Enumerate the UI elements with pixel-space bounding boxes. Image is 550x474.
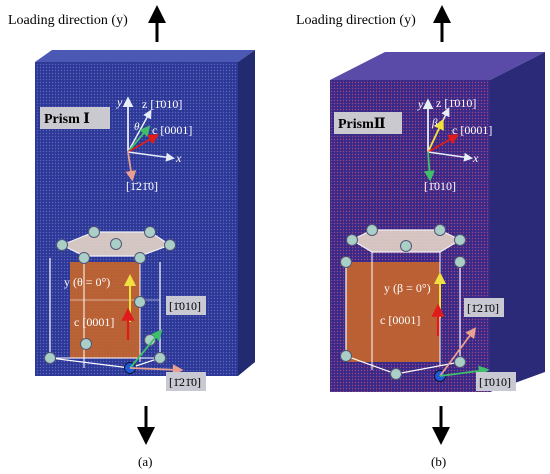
atom <box>88 226 100 238</box>
green-direction-arrow <box>129 329 163 369</box>
c-axis-label: c [0001] <box>452 123 492 137</box>
c-axis-arrow <box>427 134 460 153</box>
atom <box>144 226 156 238</box>
panel-b: Loading direction (y) PrismⅡ y z [1̄010]… <box>296 5 545 469</box>
inset-angle-label: y (θ = 0°) <box>64 275 110 289</box>
prism-top-face <box>330 52 545 80</box>
atom <box>340 350 352 362</box>
z-axis-label: z [1̄010] <box>142 97 182 111</box>
inset-c-label: c [0001] <box>380 313 420 327</box>
atom <box>78 252 90 264</box>
lower-direction-arrow <box>424 151 435 182</box>
c-axis-label: c [0001] <box>152 123 192 137</box>
lower-direction-label: [1̄010] <box>424 179 456 193</box>
hcp-unit-cell: y (θ = 0°) c [0001] [1̄010] [1̄21̄0] <box>44 226 206 391</box>
bottom-dir-box <box>166 372 206 391</box>
right-dir-label: [1̄010] <box>169 299 201 313</box>
right-dir-box <box>464 298 504 317</box>
angle-label: β <box>431 117 438 129</box>
atom <box>454 234 466 246</box>
angle-label: θ <box>134 121 140 133</box>
right-dir-box <box>166 296 206 315</box>
atom <box>346 234 358 246</box>
atom <box>400 240 412 252</box>
yellow-direction-arrow <box>427 118 444 153</box>
prism-label: Prism Ⅰ <box>44 112 90 127</box>
loading-direction-label: Loading direction (y) <box>296 13 416 28</box>
atom <box>454 356 466 368</box>
atom <box>110 238 122 250</box>
axes-triad: y z [1̄010] β c [0001] x [1̄010] <box>417 96 492 193</box>
z-axis-label: z [1̄010] <box>436 96 476 110</box>
x-axis-arrow <box>427 151 473 162</box>
green-direction-arrow <box>127 125 151 153</box>
atom <box>366 224 378 236</box>
atom <box>340 256 352 268</box>
pink-direction-arrow <box>439 327 477 377</box>
axes-triad: y z [1̄010] θ c [0001] x [1̄21̄0] <box>116 95 192 193</box>
loading-direction-label: Loading direction (y) <box>8 13 128 28</box>
prism-label-box <box>334 112 402 134</box>
atom <box>56 239 68 251</box>
prism-top-face <box>35 50 255 62</box>
atom <box>154 352 166 364</box>
panel-a: Loading direction (y) Prism Ⅰ y z [1̄010… <box>8 5 255 469</box>
panel-caption: (b) <box>431 454 446 469</box>
x-axis-arrow <box>127 151 175 162</box>
atom <box>390 368 402 380</box>
green-direction-arrow <box>439 365 490 377</box>
lower-direction-label: [1̄21̄0] <box>126 179 158 193</box>
prism-side-face <box>490 52 545 392</box>
lower-direction-arrow <box>125 151 137 182</box>
inset-c-label: c [0001] <box>74 315 114 329</box>
pink-direction-arrow <box>129 364 184 376</box>
panel-caption: (a) <box>138 454 152 469</box>
hcp-body-face <box>70 262 140 358</box>
atom <box>44 352 56 364</box>
atom <box>134 252 146 264</box>
hcp-body-face <box>346 262 440 362</box>
prism-side-face <box>238 50 255 376</box>
prism-label-box <box>40 107 110 129</box>
bottom-dir-label: [1̄21̄0] <box>169 375 201 389</box>
y-axis-label: y <box>417 97 424 111</box>
atom <box>454 256 466 268</box>
atom <box>80 338 92 350</box>
atom <box>164 239 176 251</box>
bottom-dir-box <box>476 372 516 391</box>
c-axis-arrow <box>127 134 160 153</box>
x-axis-label: x <box>175 151 182 165</box>
x-axis-label: x <box>472 151 479 165</box>
atom <box>434 224 446 236</box>
bottom-dir-label: [1̄010] <box>479 375 511 389</box>
atom <box>134 296 146 308</box>
right-dir-label: [1̄21̄0] <box>467 301 499 315</box>
y-axis-label: y <box>116 95 123 109</box>
hcp-unit-cell: y (β = 0°) c [0001] [1̄21̄0] [1̄010] <box>340 224 516 391</box>
inset-angle-label: y (β = 0°) <box>384 281 431 295</box>
prism-label: PrismⅡ <box>338 117 386 132</box>
z-axis-arrow <box>127 109 152 153</box>
